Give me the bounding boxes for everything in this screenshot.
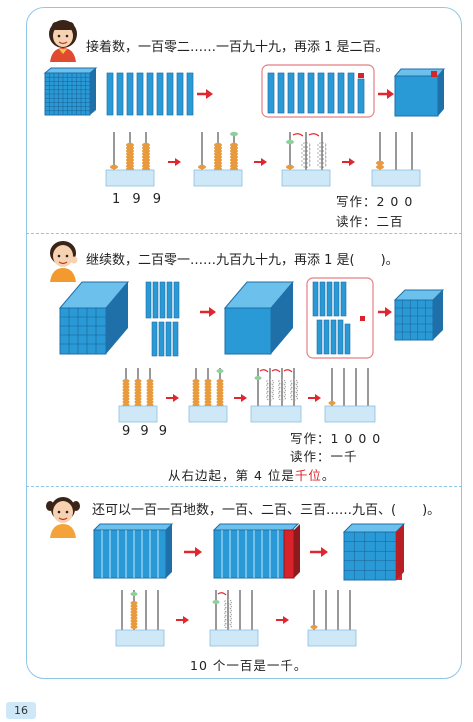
ten-rods-group-2	[267, 72, 365, 114]
abacus-1000	[324, 368, 376, 423]
arrow-icon	[200, 307, 216, 317]
section-3-sentence: 还可以一百一百地数，一百、二百、三百……九百、( )。	[92, 503, 441, 518]
abacus-999-add	[188, 368, 228, 423]
place-value-note: 从右边起，第 4 位是千位。	[168, 468, 336, 483]
section-divider-2	[26, 486, 462, 487]
abacus-1000-b	[307, 590, 357, 647]
girl-character-icon-2	[46, 497, 80, 538]
abacus-999	[118, 368, 158, 423]
ten-rods-group	[106, 72, 194, 116]
arrow-icon	[197, 89, 213, 99]
number-999: 9 9 9	[122, 424, 171, 439]
number-199: 1 9 9	[112, 192, 166, 207]
abacus-900-carry	[209, 590, 259, 647]
arrow-icon	[176, 616, 189, 624]
nine-hundred-flats	[58, 281, 130, 355]
arrow-icon	[310, 547, 328, 557]
read-label-1000: 读作：一千	[290, 449, 358, 464]
arrow-icon	[378, 89, 394, 99]
section-divider-1	[26, 233, 462, 234]
nine-hundred-flats-2	[223, 281, 295, 355]
page-frame	[26, 7, 462, 679]
hundreds-stack-plus-one	[212, 523, 300, 579]
cube-counting-row-1	[43, 64, 446, 118]
arrow-icon	[254, 158, 267, 166]
abacus-row-1	[105, 131, 421, 187]
abacus-900	[115, 590, 165, 647]
ten-rods-group-4	[312, 281, 365, 355]
write-label-1000: 写作：1 0 0 0	[290, 431, 382, 446]
arrow-icon	[378, 307, 392, 317]
note-highlight: 千位	[294, 468, 322, 483]
section-2-sentence: 继续数，二百零一……九百九十九，再添 1 是( )。	[86, 253, 399, 268]
abacus-carry	[281, 132, 331, 187]
cube-counting-row-3	[92, 523, 406, 581]
two-hundred-flats	[393, 68, 446, 117]
conclusion-text: 10 个一百是一千。	[190, 658, 308, 673]
highlight-box	[261, 64, 375, 118]
page-number: 16	[6, 702, 36, 719]
arrow-icon	[166, 394, 179, 402]
arrow-icon	[342, 158, 355, 166]
thousand-cube-2	[342, 523, 406, 581]
arrow-icon	[276, 616, 289, 624]
cube-counting-row-2	[58, 277, 445, 359]
arrow-icon	[308, 394, 321, 402]
boy-character-icon	[50, 241, 78, 282]
section-1-sentence: 接着数，一百零二……一百九十九，再添 1 是二百。	[86, 40, 389, 55]
abacus-200	[371, 132, 421, 187]
read-label-200: 读作：二百	[336, 214, 404, 229]
arrow-icon	[184, 547, 202, 557]
abacus-row-3	[115, 590, 357, 647]
thousand-cube	[393, 289, 445, 341]
hundreds-stack	[92, 523, 174, 579]
arrow-icon	[168, 158, 181, 166]
ten-rods-group-3	[145, 281, 180, 357]
abacus-carry-2	[250, 368, 302, 423]
girl-character-icon	[49, 20, 77, 62]
highlight-box-2	[306, 277, 374, 359]
write-label-200: 写作：2 0 0	[336, 194, 414, 209]
abacus-199	[105, 132, 155, 187]
arrow-icon	[234, 394, 247, 402]
hundred-flat-block	[43, 67, 98, 116]
abacus-200-add	[193, 131, 243, 187]
abacus-row-2	[118, 368, 376, 423]
